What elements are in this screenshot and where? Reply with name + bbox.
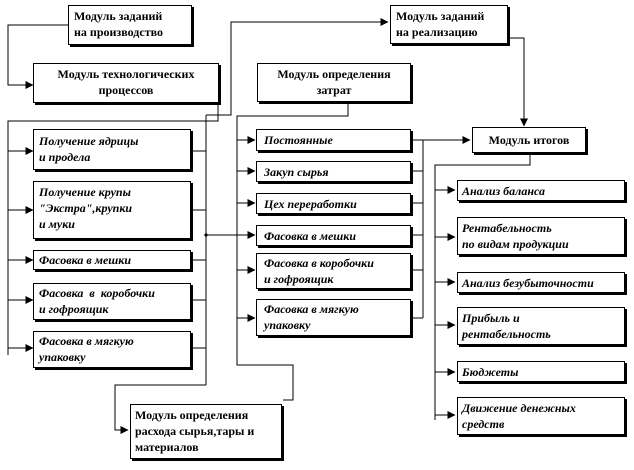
line-results-to-right-bus [434,154,531,420]
production-tasks-module: Модуль заданий на производство [68,5,192,45]
arrow-to-sales-tasks [206,18,389,116]
cost-item-processing: Цех переработки [256,193,411,214]
cost-item-fixed: Постоянные [256,129,411,151]
cost-item-raw-purchase: Закуп сырья [256,161,411,182]
tech-processes-module: Модуль технологических процессов [33,63,219,103]
result-item-cash-flow: Движение денежных средств [457,397,625,435]
tech-item-extra-groats: Получение крупы "Экстра",крупки и муки [33,181,191,239]
cost-item-bags: Фасовка в мешки [256,225,411,246]
result-item-profit: Прибыль и рентабельность [457,307,625,345]
result-item-breakeven: Анализ безубыточности [457,272,625,293]
line-tech-to-left-bus [7,105,219,355]
result-item-balance: Анализ баланса [457,180,625,201]
cost-item-boxes: Фасовка в коробочки и гофроящик [256,253,411,289]
tech-item-kernel: Получение ядрицы и продела [33,129,191,170]
arrow-production-to-tech [7,24,68,89]
line-cost-to-mid-bus [236,102,349,401]
result-item-budgets: Бюджеты [457,361,625,382]
cost-item-soft-pack: Фасовка в мягкую упаковку [256,299,411,336]
tech-item-boxes: Фасовка в коробочки и гофроящик [33,283,191,320]
tech-item-soft-pack: Фасовка в мягкую упаковку [33,331,191,368]
results-module: Модуль итогов [472,127,586,153]
arrow-to-consumption [114,384,206,434]
sales-tasks-module: Модуль заданий на реализацию [390,5,508,44]
arrow-sales-to-results [508,37,528,127]
cost-definition-module: Модуль определения затрат [257,63,411,102]
consumption-module: Модуль определения расхода сырья,тары и … [130,404,282,459]
result-item-profitability-by-product: Рентабельность по видам продукции [457,217,625,255]
tech-item-bags: Фасовка в мешки [33,250,191,270]
junction-dot [204,233,208,237]
